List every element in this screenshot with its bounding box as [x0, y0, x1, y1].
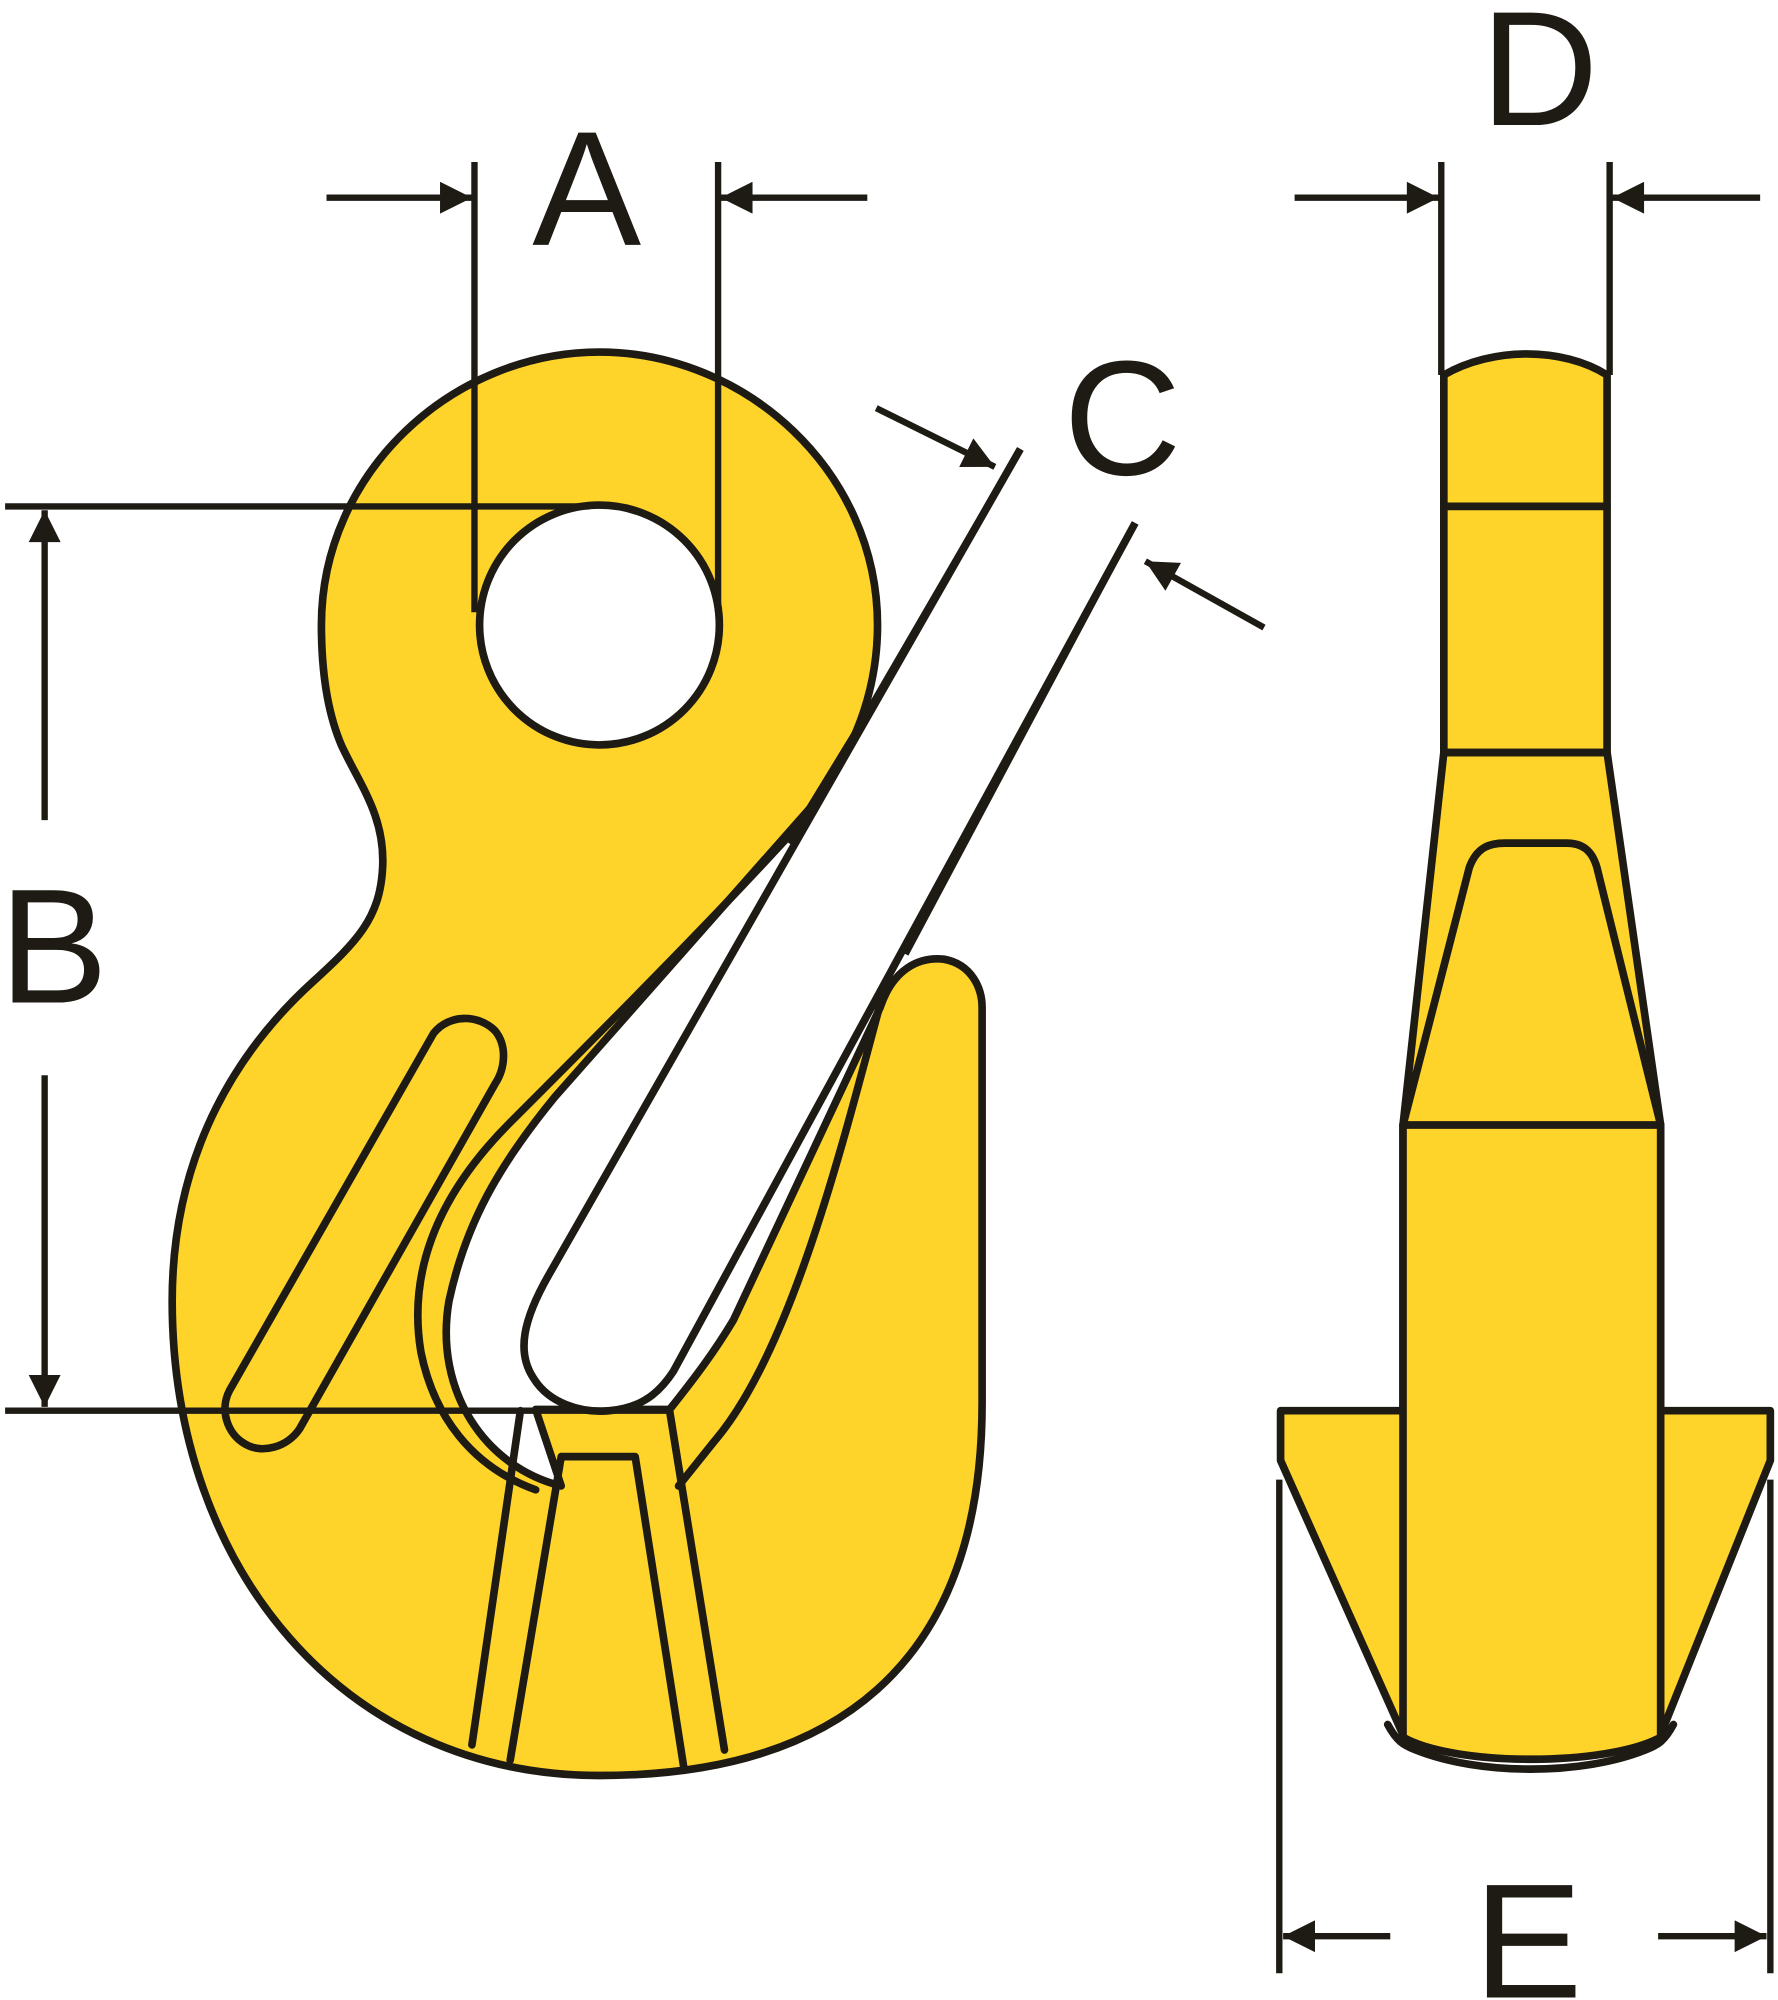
eye-hole [475, 501, 724, 749]
tip-contour [674, 991, 887, 1490]
side-view [1276, 350, 1775, 1773]
label-b: B [0, 855, 108, 1038]
side-eye-section [1440, 350, 1611, 757]
front-view [168, 348, 1139, 1780]
label-a: A [532, 97, 641, 280]
dimension-c: C [788, 326, 1266, 956]
chain-slot [221, 1014, 508, 1453]
side-bottom-arc [1383, 1720, 1678, 1773]
dimension-d: D [1294, 0, 1761, 375]
chain-pocket-inner [506, 1452, 688, 1771]
dimension-a: A [326, 97, 868, 613]
hook-body [168, 348, 986, 1780]
label-c: C [1063, 326, 1181, 509]
dimension-e: E [1276, 1479, 1774, 2000]
label-d: D [1481, 0, 1599, 160]
dimension-b: B [0, 503, 670, 1414]
side-inner-arch [1399, 839, 1665, 1129]
chain-pocket-outer [468, 1406, 729, 1754]
shank-contour [413, 818, 805, 1494]
label-e: E [1474, 1849, 1583, 2000]
hook-throat [520, 447, 1139, 1415]
side-base-center [1399, 1121, 1665, 1763]
